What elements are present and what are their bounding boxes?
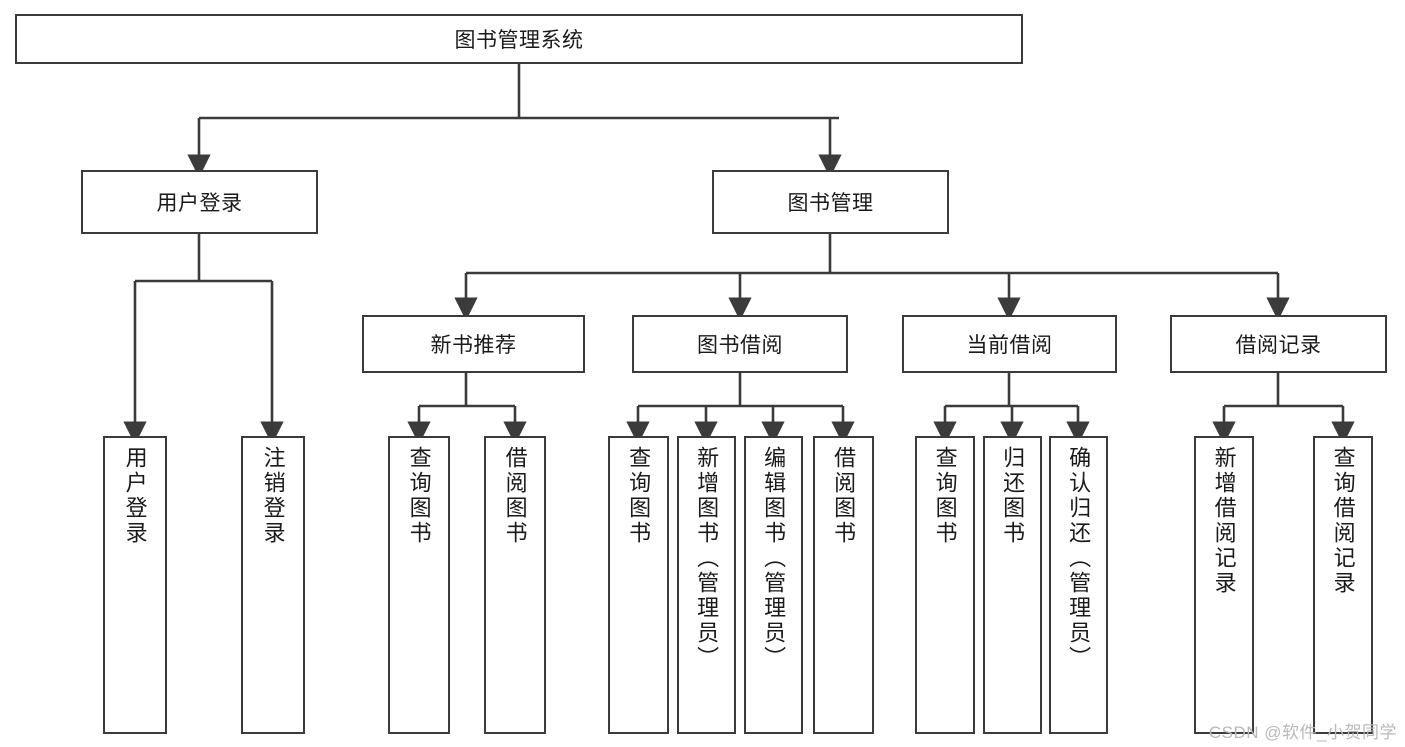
leaf-label: 新增图书（管理员） [694,446,720,671]
node-user-login-label: 用户登录 [156,192,243,215]
leaf-label: 用户登录 [122,446,148,546]
leaf-label: 归还图书 [1000,446,1026,546]
leaf-label: 确认归还（管理员） [1066,446,1092,671]
node-root-label: 图书管理系统 [454,29,584,52]
leaf-new-book-borrow[interactable]: 借阅图书 [484,436,546,734]
leaf-borrow-record-query[interactable]: 查询借阅记录 [1313,436,1373,734]
leaf-book-borrow-edit[interactable]: 编辑图书（管理员） [744,436,803,734]
leaf-label: 查询图书 [406,446,432,546]
leaf-current-borrow-confirm[interactable]: 确认归还（管理员） [1049,436,1108,734]
node-book-management-label: 图书管理 [787,192,874,215]
leaf-label: 查询图书 [932,446,958,546]
node-new-book-recommend[interactable]: 新书推荐 [362,315,585,373]
leaf-new-book-query[interactable]: 查询图书 [388,436,450,734]
node-root[interactable]: 图书管理系统 [15,14,1023,64]
leaf-label: 查询借阅记录 [1330,446,1356,596]
node-current-borrow-label: 当前借阅 [966,334,1053,357]
node-borrow-record[interactable]: 借阅记录 [1170,315,1387,373]
leaf-label: 新增借阅记录 [1211,446,1237,596]
node-book-management[interactable]: 图书管理 [712,170,949,234]
leaf-book-borrow-add[interactable]: 新增图书（管理员） [677,436,736,734]
node-borrow-record-label: 借阅记录 [1235,334,1322,357]
node-user-login[interactable]: 用户登录 [81,170,318,234]
node-new-book-recommend-label: 新书推荐 [430,334,517,357]
leaf-label: 注销登录 [260,446,286,546]
leaf-book-borrow-borrow[interactable]: 借阅图书 [813,436,874,734]
node-book-borrow[interactable]: 图书借阅 [632,315,848,373]
watermark: CSDN @软件_小贺同学 [1208,723,1397,742]
leaf-borrow-record-add[interactable]: 新增借阅记录 [1194,436,1254,734]
node-book-borrow-label: 图书借阅 [697,334,783,357]
leaf-label: 借阅图书 [831,446,857,546]
leaf-book-borrow-query[interactable]: 查询图书 [608,436,669,734]
node-current-borrow[interactable]: 当前借阅 [902,315,1117,373]
leaf-label: 借阅图书 [502,446,528,546]
leaf-user-login-login[interactable]: 用户登录 [103,436,167,734]
leaf-label: 编辑图书（管理员） [761,446,787,671]
leaf-current-borrow-query[interactable]: 查询图书 [915,436,975,734]
leaf-label: 查询图书 [626,446,652,546]
leaf-user-login-logout[interactable]: 注销登录 [241,436,305,734]
leaf-current-borrow-return[interactable]: 归还图书 [983,436,1042,734]
